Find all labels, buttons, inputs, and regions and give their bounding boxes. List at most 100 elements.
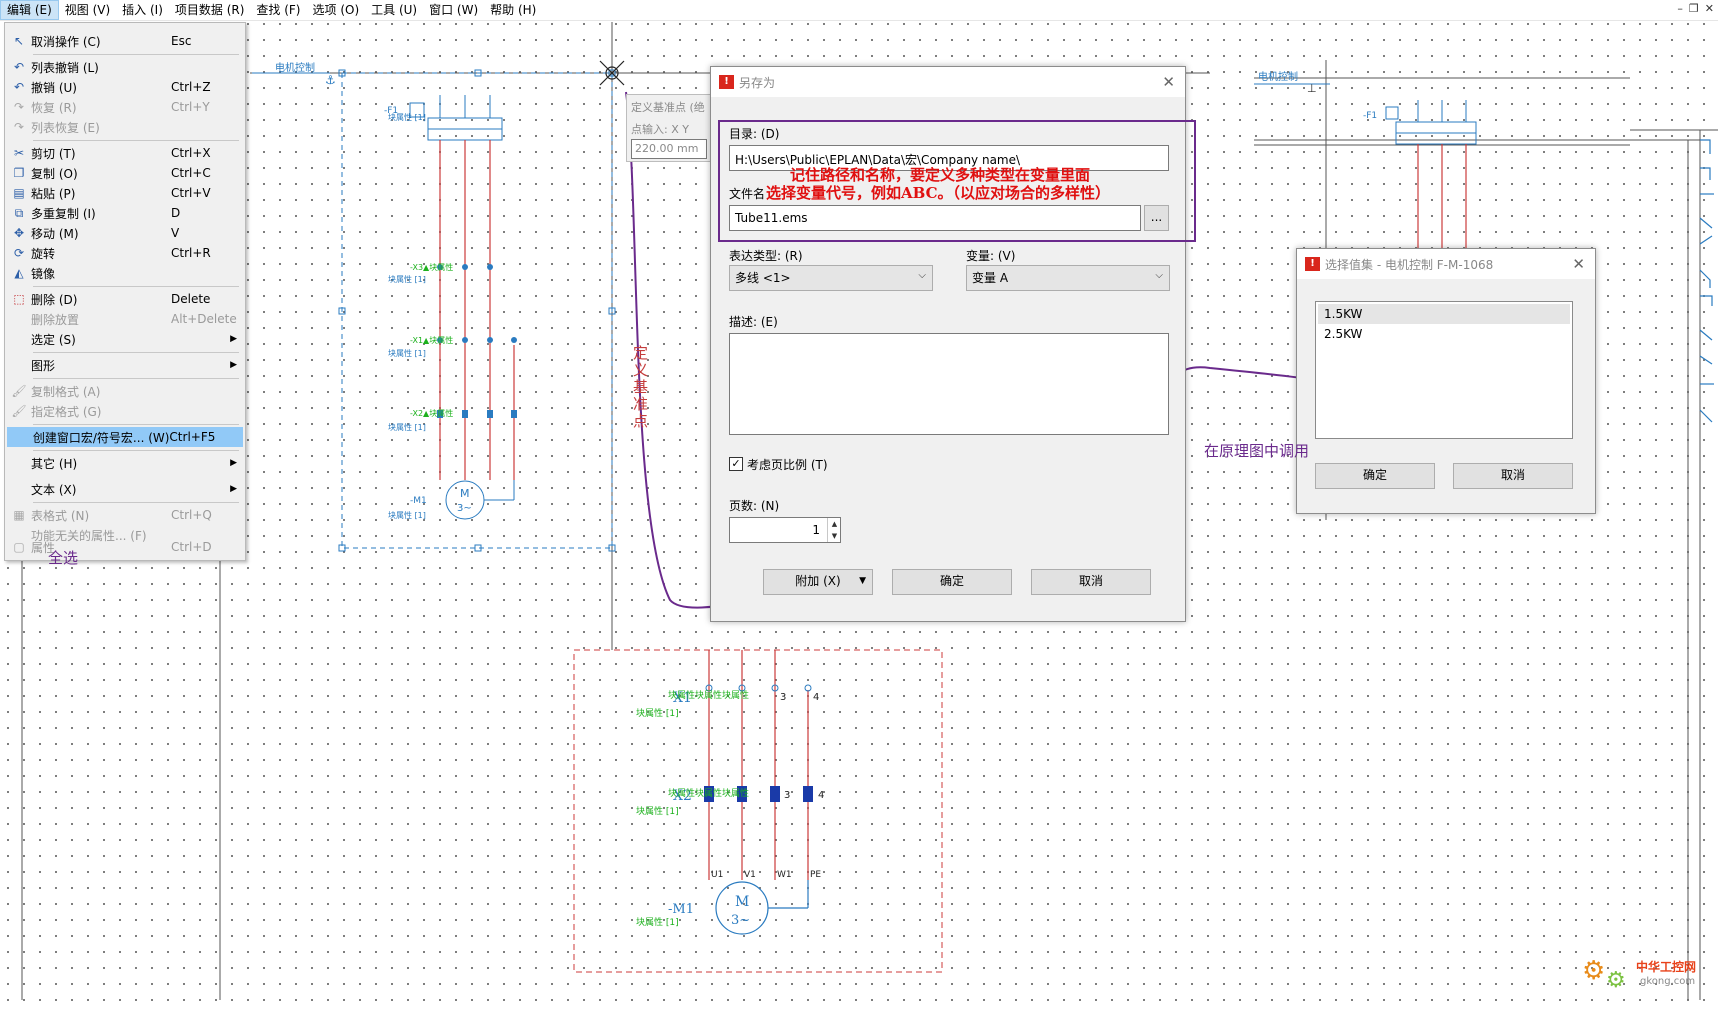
chevron-down-icon: ⌵ [1155,270,1163,281]
left-schematic-title: 电机控制 [275,61,315,74]
value-set-list[interactable]: 1.5KW 2.5KW [1315,301,1573,439]
menu-item-redo[interactable]: ↷恢复 (R)Ctrl+Y [5,97,245,117]
menu-item-cut[interactable]: ✂剪切 (T)Ctrl+X [5,143,245,163]
menu-item-apply-format[interactable]: 🖌指定格式 (G) [11,404,102,419]
pages-input[interactable]: 1 [729,517,841,543]
menu-tools[interactable]: 工具 (U) [371,3,418,17]
extra-button-label: 附加 (X) [795,574,841,588]
menu-options[interactable]: 选项 (O) [312,3,360,17]
properties-icon: ▢ [13,540,25,554]
bottom-motor-phase: 3~ [731,913,750,928]
annotation-note-line1: 记住路径和名称，要定义多种类型在变量里面 [790,166,1091,184]
menu-edit[interactable]: 编辑 (E) [0,0,59,20]
term-num-3b: 3 [784,790,790,801]
representation-type-value: 多线 <1> [735,271,791,285]
menu-item-multi-copy[interactable]: ⧉多重复制 (I)D [5,203,245,223]
menu-item-create-window-macro[interactable]: 创建窗口宏/符号宏... (W)Ctrl+F5 [7,427,243,447]
menu-find[interactable]: 查找 (F) [256,3,301,17]
close-icon[interactable]: ✕ [1572,255,1585,273]
point-input-label: 点输入: X Y [631,123,689,136]
browse-button[interactable]: ... [1144,205,1169,231]
annotation-note-line2: 选择变量代号，例如ABC。（以应对场合的多样性） [766,184,1111,202]
value-set-title-bar: ! 选择值集 - 电机控制 F-M-1068 ✕ [1297,249,1595,279]
menu-item-table-format[interactable]: ▦表格式 (N)Ctrl+Q [5,505,245,525]
svg-text:块属性 [1]: 块属性 [1] [388,274,426,284]
value-set-option[interactable]: 1.5KW [1318,304,1570,324]
svg-text:-X2▲块属性: -X2▲块属性 [410,408,453,418]
format-apply-icon: 🖌 [11,404,27,418]
scale-checkbox[interactable]: ✓ [729,457,743,471]
cancel-button[interactable]: 取消 [1031,569,1151,595]
pages-stepper[interactable]: ▲▼ [827,518,841,542]
close-icon[interactable]: ✕ [1704,2,1714,15]
undo-arrow-icon: ↖ [13,34,25,48]
value-set-ok-button[interactable]: 确定 [1315,463,1435,489]
menu-item-paste[interactable]: ▤粘贴 (P)Ctrl+V [5,183,245,203]
redo-icon: ↷ [13,100,25,114]
menu-window[interactable]: 窗口 (W) [429,3,479,17]
menu-item-list-undo[interactable]: ↶列表撤销 (L) [5,57,245,77]
pages-label: 页数: (N) [729,499,780,513]
svg-text:块属性 [1]: 块属性 [1] [636,707,679,719]
undo-icon: ↶ [13,80,25,94]
variant-select[interactable]: 变量 A ⌵ [966,265,1170,291]
left-motor-phase: 3~ [457,503,472,514]
term-num-4a: 4 [813,692,819,703]
extra-button[interactable]: 附加 (X) ▼ [763,569,873,595]
left-m1-label: -M1 [410,496,427,506]
chevron-down-icon: ⌵ [918,270,926,281]
restore-icon[interactable]: ❐ [1688,2,1699,15]
filename-input[interactable]: Tube11.ems [729,205,1141,231]
term-num-4b: 4 [818,790,824,801]
annotation-highlight-box [718,120,1196,242]
value-set-dialog: ! 选择值集 - 电机控制 F-M-1068 ✕ 1.5KW 2.5KW 确定 … [1296,248,1596,514]
menu-item-function-independent-props[interactable]: 功能无关的属性... (F) [31,528,147,543]
directory-input[interactable]: H:\Users\Public\EPLAN\Data\宏\Company nam… [729,145,1169,171]
menu-insert[interactable]: 插入 (I) [122,3,163,17]
menu-item-delete[interactable]: ⬚删除 (D)Delete [5,289,245,309]
ok-button[interactable]: 确定 [892,569,1012,595]
svg-text:-X1▲块属性: -X1▲块属性 [410,335,453,345]
minimize-icon[interactable]: – [1677,2,1683,15]
watermark-site-url: gkong.com [1640,976,1696,987]
format-brush-icon: 🖌 [11,384,27,398]
point-input-field[interactable]: 220.00 mm [631,139,707,159]
menu-item-move[interactable]: ✥移动 (M)V [5,223,245,243]
menu-item-graphics[interactable]: 图形▶ [31,358,237,373]
menu-item-cancel-operation[interactable]: ↖取消操作 (C)Esc [5,31,245,51]
pin-v1: V1 [744,870,756,880]
menu-item-copy[interactable]: ❐复制 (O)Ctrl+C [5,163,245,183]
annotation-select-all: 全选 [48,549,79,567]
save-as-dialog: ! 另存为 ✕ 目录: (D) H:\Users\Public\EPLAN\Da… [710,66,1186,622]
menu-item-mirror[interactable]: ◭镜像 [5,263,245,283]
menu-item-undo[interactable]: ↶撤销 (U)Ctrl+Z [5,77,245,97]
menu-item-copy-format[interactable]: 🖌复制格式 (A) [11,384,101,399]
svg-text:块属性 [1]: 块属性 [1] [388,112,426,122]
close-icon[interactable]: ✕ [1162,73,1175,91]
menu-project-data[interactable]: 项目数据 (R) [174,3,245,17]
svg-text:-X3▲块属性: -X3▲块属性 [410,262,453,272]
right-schematic-title: 电机控制 [1258,70,1298,83]
left-motor-m: M [460,487,470,500]
menu-item-list-redo[interactable]: ↷列表恢复 (E) [5,117,245,137]
menu-item-text[interactable]: 文本 (X)▶ [31,482,237,497]
description-textarea[interactable] [729,333,1169,435]
save-as-title-bar: ! 另存为 ✕ [711,67,1185,97]
right-f1-label: -F1 [1363,111,1377,121]
filename-label: 文件名 [729,187,766,201]
svg-text:⊥: ⊥ [1307,82,1317,95]
menu-item-other[interactable]: 其它 (H)▶ [31,456,237,471]
menu-view[interactable]: 视图 (V) [64,3,111,17]
menu-help[interactable]: 帮助 (H) [490,3,537,17]
menu-item-select[interactable]: 选定 (S)▶ [31,332,237,347]
cut-icon: ✂ [13,146,25,160]
submenu-arrow-icon: ▶ [230,360,237,370]
value-set-cancel-button[interactable]: 取消 [1453,463,1573,489]
value-set-option[interactable]: 2.5KW [1324,327,1363,341]
svg-text:块属性块属性块属性: 块属性块属性块属性 [668,787,749,799]
menu-bar: 编辑 (E) 视图 (V) 插入 (I) 项目数据 (R) 查找 (F) 选项 … [0,0,1718,21]
representation-type-select[interactable]: 多线 <1> ⌵ [729,265,933,291]
